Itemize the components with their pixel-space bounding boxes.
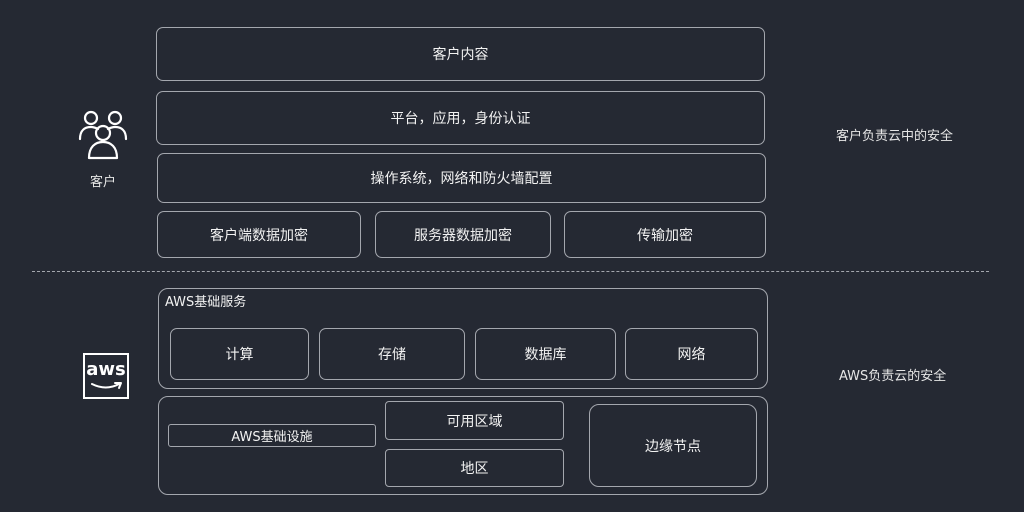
aws-logo-icon: aws (83, 353, 129, 399)
client-encryption-box: 客户端数据加密 (157, 211, 361, 258)
database-box: 数据库 (475, 328, 616, 380)
customer-users-icon (78, 110, 128, 160)
aws-infrastructure-label-box: AWS基础设施 (168, 424, 376, 447)
aws-infrastructure-group (158, 396, 768, 495)
region-box: 地区 (385, 449, 564, 487)
responsibility-divider (32, 271, 989, 272)
transport-encryption-box: 传输加密 (564, 211, 766, 258)
aws-foundation-services-label: AWS基础服务 (165, 295, 247, 310)
customer-responsibility-label: 客户负责云中的安全 (836, 129, 954, 144)
customer-content-box: 客户内容 (156, 27, 765, 81)
network-box: 网络 (625, 328, 758, 380)
storage-box: 存储 (319, 328, 465, 380)
edge-location-box: 边缘节点 (589, 404, 757, 487)
compute-box: 计算 (170, 328, 309, 380)
customer-label: 客户 (90, 175, 117, 190)
server-encryption-box: 服务器数据加密 (375, 211, 551, 258)
os-network-firewall-box: 操作系统，网络和防火墙配置 (157, 153, 766, 203)
availability-zone-box: 可用区域 (385, 401, 564, 440)
platform-app-identity-box: 平台，应用，身份认证 (156, 91, 765, 145)
aws-logo-text: aws (86, 359, 126, 380)
aws-responsibility-label: AWS负责云的安全 (839, 369, 947, 384)
aws-foundation-services-group (158, 288, 768, 389)
